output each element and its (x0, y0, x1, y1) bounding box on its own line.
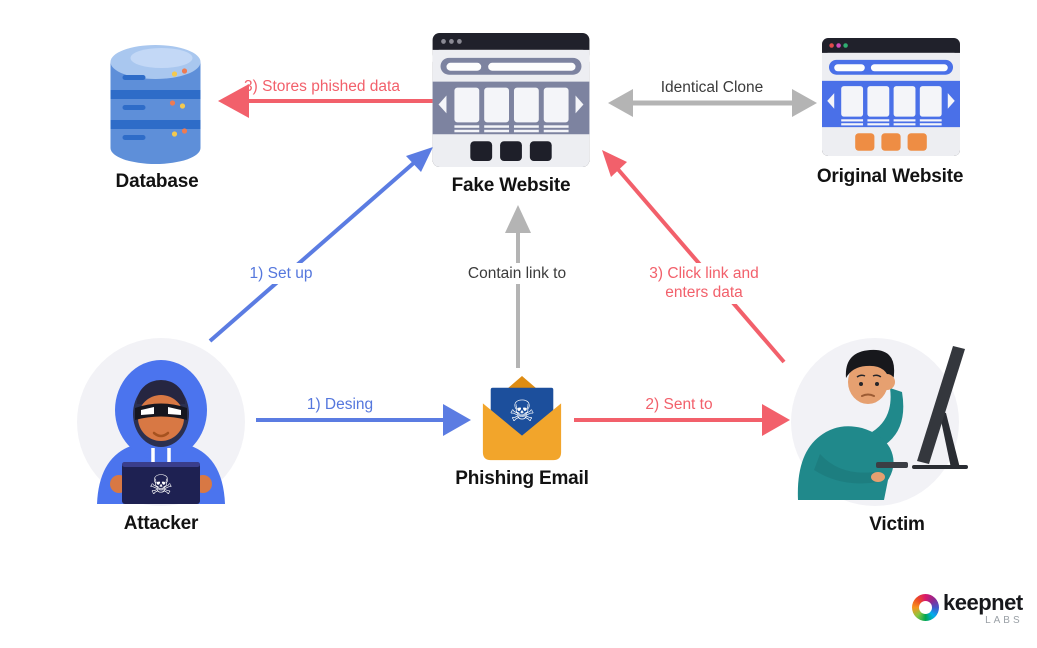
keepnet-pinwheel-icon (912, 594, 939, 621)
phishing-email-icon: ☠ (482, 376, 562, 461)
click-link-label: 3) Click link and enters data (643, 263, 765, 304)
set-up-label: 1) Set up (243, 263, 319, 285)
arrow-set-up (208, 147, 433, 343)
victim-icon (791, 338, 968, 506)
stores-phished-data-label: 3) Stores phished data (244, 78, 400, 95)
database-label: Database (115, 171, 199, 192)
original-website-icon (822, 38, 960, 156)
original-website-label: Original Website (816, 166, 964, 187)
arrow-contain-link (505, 205, 531, 368)
arrow-sent-to (574, 404, 790, 436)
svg-text:☠: ☠ (509, 394, 535, 428)
attacker-icon: ☠ (77, 338, 245, 506)
arrow-desing (256, 404, 471, 436)
attacker-label: Attacker (123, 513, 199, 534)
phishing-email-label: Phishing Email (455, 468, 589, 489)
contain-link-label: Contain link to (461, 263, 573, 285)
svg-text:☠: ☠ (149, 470, 173, 501)
victim-label: Victim (869, 514, 925, 535)
arrow-identical-clone (608, 89, 817, 117)
identical-clone-label: Identical Clone (660, 79, 764, 96)
logo-name: keepnet (943, 590, 1023, 615)
arrow-stores-phished-data (218, 84, 437, 118)
sent-to-label: 2) Sent to (645, 396, 713, 413)
fake-website-label: Fake Website (451, 175, 571, 196)
arrow-click-link (602, 150, 786, 364)
desing-label: 1) Desing (306, 396, 374, 413)
keepnet-labs-logo: keepnet LABS (912, 592, 1023, 626)
logo-sub: LABS (985, 615, 1023, 626)
database-icon (110, 45, 201, 164)
fake-website-icon (432, 33, 590, 167)
